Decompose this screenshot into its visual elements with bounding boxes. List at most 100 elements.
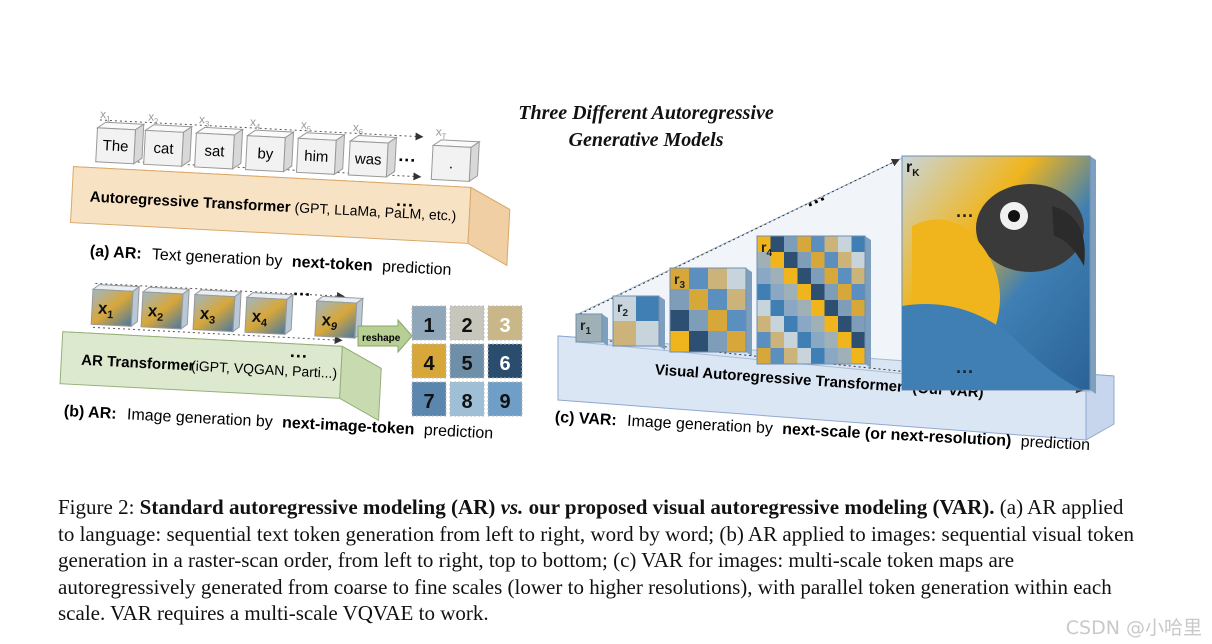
panel-a-caption-tail: prediction xyxy=(382,258,452,279)
scale-token-maps: r1 r2 r3 r4 rK xyxy=(575,155,1096,394)
svg-text:(b) AR: Image generation: (b) AR: Image generation by next-image-t… xyxy=(63,403,493,442)
image-token-5: x9 xyxy=(314,295,365,340)
text-token-4: by x4 xyxy=(245,115,296,173)
reshape-arrow: reshape xyxy=(357,318,413,354)
text-token-1: The x1 xyxy=(95,107,146,165)
caption-bold-var: our proposed visual autoregressive model… xyxy=(528,495,995,519)
image-token-2: x2 xyxy=(140,286,191,330)
panel-b-caption-text: Image generation by xyxy=(127,406,274,431)
image-token-1: x1 xyxy=(90,284,141,328)
text-token-6: was x6 xyxy=(347,120,398,178)
ar-transformer-models: (iGPT, VQGAN, Parti...) xyxy=(191,358,338,382)
scale-label: r4 xyxy=(761,239,772,259)
autoregressive-transformer-box: Autoregressive Transformer (GPT, LLaMa, … xyxy=(69,166,511,267)
text-token-2: cat x2 xyxy=(143,109,194,168)
scale-label: r3 xyxy=(674,271,685,291)
grid-cell-5: 5 xyxy=(449,343,485,379)
figure-diagram: Autoregressive Transformer (GPT, LLaMa, … xyxy=(59,107,1115,454)
text-token-label: was xyxy=(353,150,382,168)
text-token-3: sat x3 xyxy=(194,112,245,170)
grid-cell-9: 9 xyxy=(487,381,523,417)
figure-title-line2: Generative Models xyxy=(568,129,724,151)
text-token-label: cat xyxy=(153,140,175,158)
caption-bold-ar: Standard autoregressive modeling (AR) xyxy=(139,495,496,519)
panel-b-caption-tag: (b) AR: xyxy=(63,403,117,423)
figure-title-line1: Three Different Autoregressive xyxy=(518,102,774,124)
text-token-5: him x5 xyxy=(295,117,347,176)
panel-c-caption-text: Image generation by xyxy=(627,413,774,438)
panel-b-caption: (b) AR: Image generation by next-image-t… xyxy=(63,403,493,442)
scale-map-1: r1 xyxy=(575,313,608,346)
panel-a-caption-tag: (a) AR: xyxy=(89,243,142,263)
text-token-index: x1 xyxy=(100,107,112,124)
grid-cell-number: 6 xyxy=(499,353,510,375)
panel-a-caption-text: Text generation by xyxy=(151,246,282,270)
caption-body: (a) AR applied to language: sequential t… xyxy=(58,495,1134,625)
scale-guide-top xyxy=(579,159,900,315)
text-token-index: x6 xyxy=(352,120,364,137)
ar-transformer-ellipsis: ··· xyxy=(289,346,308,367)
grid-cell-2: 2 xyxy=(449,305,485,341)
panel-c-caption-tag: (c) VAR: xyxy=(554,409,617,429)
text-token-ellipsis: ··· xyxy=(398,150,417,171)
text-token-index: x2 xyxy=(148,109,160,126)
figure-label: Figure 2: xyxy=(58,495,135,519)
panel-a-caption-bold: next-token xyxy=(291,254,373,275)
image-token-arrow-bottom xyxy=(92,326,343,344)
image-token-ellipsis: ··· xyxy=(293,284,312,305)
text-token-label: sat xyxy=(204,142,226,160)
scale-label: r2 xyxy=(617,299,628,319)
scale-label: r1 xyxy=(580,317,591,337)
scale-map-4: r4 xyxy=(756,235,871,368)
text-token-index: x4 xyxy=(250,115,262,132)
watermark: CSDN @小哈里 xyxy=(1065,617,1202,639)
transformer-ellipsis: ··· xyxy=(395,195,414,216)
grid-cell-number: 3 xyxy=(499,315,510,337)
scale-ellipsis-mid: ··· xyxy=(956,206,974,226)
grid-cell-number: 7 xyxy=(423,391,434,413)
caption-vs: vs. xyxy=(500,495,524,519)
panel-b-caption-tail: prediction xyxy=(423,422,493,443)
text-token-index: xT xyxy=(435,125,447,142)
text-token-7: .xT xyxy=(430,125,481,183)
grid-cell-number: 1 xyxy=(423,315,434,337)
text-token-index: x3 xyxy=(199,112,211,129)
grid-cell-number: 2 xyxy=(461,315,472,337)
text-token-label: him xyxy=(304,148,329,166)
grid-cell-number: 8 xyxy=(461,391,472,413)
ar-transformer-label: AR Transformer xyxy=(81,352,195,375)
grid-cell-6: 6 xyxy=(487,343,523,379)
grid-cell-4: 4 xyxy=(411,343,447,379)
grid-cell-number: 5 xyxy=(461,353,472,375)
panel-a-caption: (a) AR: Text generation by next-token pr… xyxy=(89,243,451,279)
figure-caption: Figure 2: Standard autoregressive modeli… xyxy=(58,494,1138,627)
token-order-arrow-top xyxy=(99,119,424,141)
reshaped-token-grid: 1 2 3 4 5 6 7 8 9 xyxy=(411,305,523,417)
image-token-4: x4 xyxy=(244,292,295,336)
scale-map-5: rK xyxy=(901,155,1096,394)
grid-cell-1: 1 xyxy=(411,305,447,341)
grid-cell-number: 4 xyxy=(423,353,435,375)
panel-a: Autoregressive Transformer (GPT, LLaMa, … xyxy=(69,107,511,267)
scale-map-2: r2 xyxy=(612,295,665,350)
text-token-label: by xyxy=(257,145,274,163)
panel-c: Visual Autoregressive Transformer (Our V… xyxy=(557,155,1115,441)
svg-text:(a) AR: Text generation: (a) AR: Text generation by next-token pr… xyxy=(89,243,451,279)
grid-cell-8: 8 xyxy=(449,381,485,417)
reshape-label: reshape xyxy=(362,333,401,344)
ar-transformer-box: AR Transformer (iGPT, VQGAN, Parti...) xyxy=(59,331,382,422)
grid-cell-number: 9 xyxy=(499,391,510,413)
text-token-index: x5 xyxy=(300,117,312,134)
panel-b-caption-bold: next-image-token xyxy=(282,414,415,438)
scale-map-3: r3 xyxy=(669,267,752,356)
image-token-3: x3 xyxy=(192,289,243,333)
grid-cell-3: 3 xyxy=(487,305,523,341)
panel-b: AR Transformer (iGPT, VQGAN, Parti...) x… xyxy=(59,282,382,422)
scale-ellipsis-bottom: ··· xyxy=(956,362,974,382)
text-token-label: . xyxy=(449,155,454,172)
grid-cell-7: 7 xyxy=(411,381,447,417)
image-token-arrow-top xyxy=(95,282,345,301)
text-token-label: The xyxy=(102,137,129,155)
